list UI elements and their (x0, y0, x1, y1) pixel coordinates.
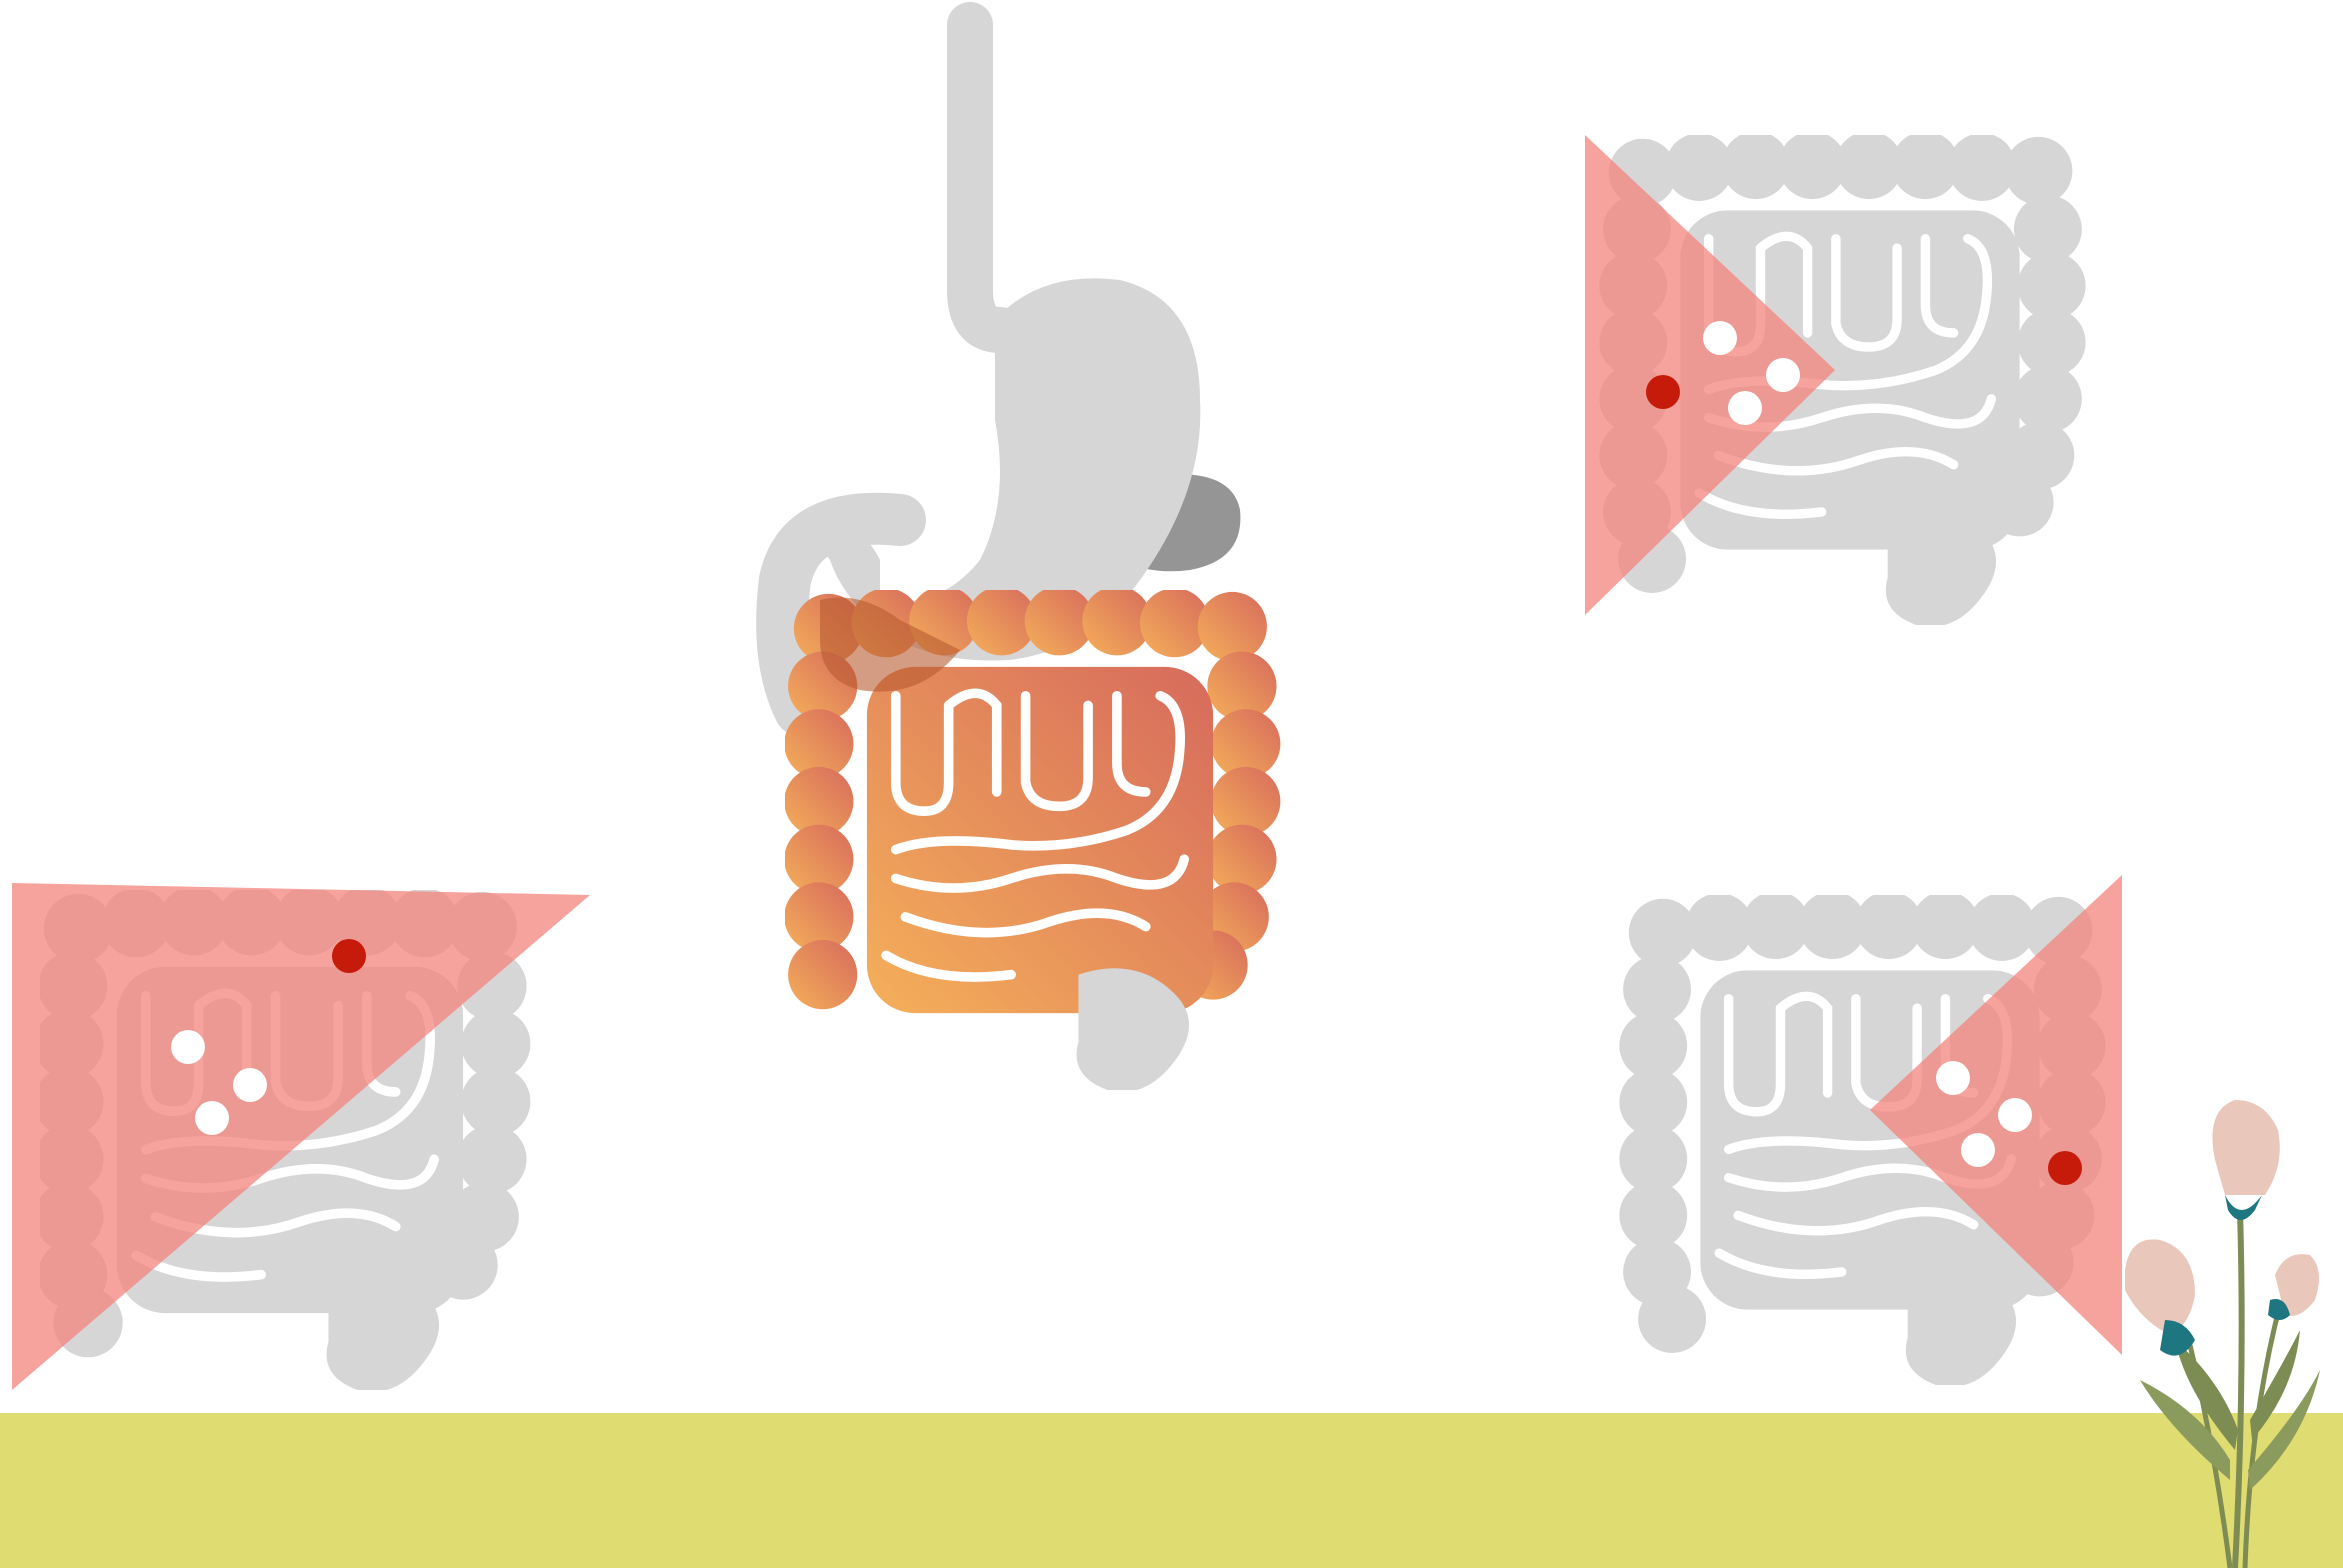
marker-white (1961, 1133, 1995, 1167)
digestive-system-figure (782, 25, 1280, 1092)
marker-white (195, 1101, 229, 1135)
flower-bloom-top (2213, 1100, 2280, 1195)
esophagus (970, 25, 1000, 330)
marker-white (1766, 358, 1800, 392)
marker-white (171, 1030, 205, 1064)
marker-white (1998, 1098, 2032, 1132)
marker-white (1728, 391, 1762, 425)
lesion-red (332, 939, 366, 973)
flower-bloom-left (2125, 1239, 2195, 1335)
colon-bottom-left (12, 883, 590, 1392)
marker-white (1703, 321, 1737, 355)
marker-white (1936, 1061, 1970, 1095)
colon-bottom-right (1619, 875, 2122, 1387)
colon-top-right (1585, 131, 2086, 627)
lesion-red (2048, 1151, 2082, 1185)
lesion-red (1646, 375, 1680, 409)
marker-white (233, 1068, 267, 1102)
flower-icon (2125, 1100, 2320, 1568)
